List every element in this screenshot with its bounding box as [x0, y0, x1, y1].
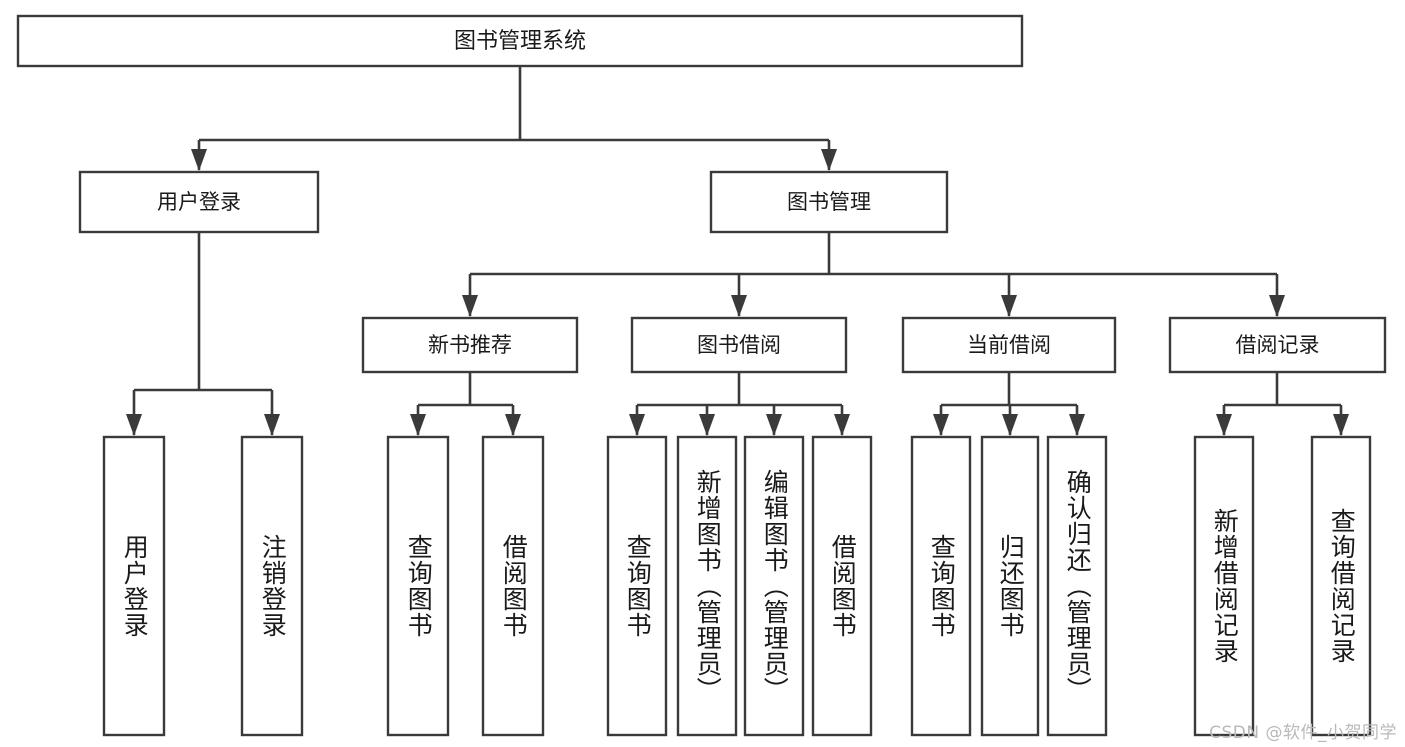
node-level2-label-0: 用户登录 — [157, 190, 241, 214]
node-leaf-box-12[interactable] — [1310, 435, 1372, 737]
arrow-head-icon — [699, 414, 715, 436]
node-leaf-box-3[interactable] — [481, 435, 545, 737]
arrow-head-icon — [766, 414, 782, 436]
arrow-head-icon — [191, 149, 207, 171]
node-leaf-box-5[interactable] — [676, 435, 738, 737]
node-leaf-box-10[interactable] — [1046, 435, 1108, 737]
node-leaf-box-8[interactable] — [910, 435, 972, 737]
arrow-head-icon — [1002, 414, 1018, 436]
node-leaf-box-0[interactable] — [102, 435, 166, 737]
arrow-head-icon — [834, 414, 850, 436]
arrow-head-icon — [821, 149, 837, 171]
node-level3-box-1[interactable] — [630, 316, 848, 374]
watermark-credit: CSDN @软件_小贺同学 — [1209, 723, 1397, 743]
node-level2-label-1: 图书管理 — [787, 190, 871, 214]
boxes-layer — [16, 14, 1387, 737]
arrow-head-icon — [1069, 414, 1085, 436]
node-leaf-box-9[interactable] — [980, 435, 1040, 737]
node-level3-box-0[interactable] — [361, 316, 579, 374]
node-level2-box-1[interactable] — [709, 170, 949, 234]
arrow-head-icon — [126, 414, 142, 436]
node-root-box[interactable] — [16, 14, 1024, 68]
node-level3-box-2[interactable] — [901, 316, 1117, 374]
node-leaf-box-4[interactable] — [606, 435, 668, 737]
arrow-head-icon — [1333, 414, 1349, 436]
node-level3-label-3: 借阅记录 — [1236, 333, 1320, 357]
node-leaf-box-2[interactable] — [386, 435, 450, 737]
arrow-head-icon — [410, 414, 426, 436]
node-level3-label-0: 新书推荐 — [428, 333, 512, 357]
node-level3-label-1: 图书借阅 — [697, 333, 781, 357]
arrow-head-icon — [629, 414, 645, 436]
node-level3-label-2: 当前借阅 — [967, 333, 1051, 357]
node-root-label: 图书管理系统 — [454, 29, 586, 54]
node-leaf-box-6[interactable] — [743, 435, 805, 737]
arrow-head-icon — [1269, 295, 1285, 317]
arrow-head-icon — [1001, 295, 1017, 317]
node-level2-box-0[interactable] — [78, 170, 320, 234]
arrow-head-icon — [505, 414, 521, 436]
arrow-head-icon — [1216, 414, 1232, 436]
node-leaf-box-7[interactable] — [811, 435, 873, 737]
arrow-head-icon — [731, 295, 747, 317]
edges-layer — [126, 66, 1349, 436]
arrow-head-icon — [462, 295, 478, 317]
node-level3-box-3[interactable] — [1168, 316, 1387, 374]
arrow-head-icon — [264, 414, 280, 436]
node-leaf-box-1[interactable] — [240, 435, 304, 737]
arrow-head-icon — [933, 414, 949, 436]
node-leaf-box-11[interactable] — [1193, 435, 1255, 737]
